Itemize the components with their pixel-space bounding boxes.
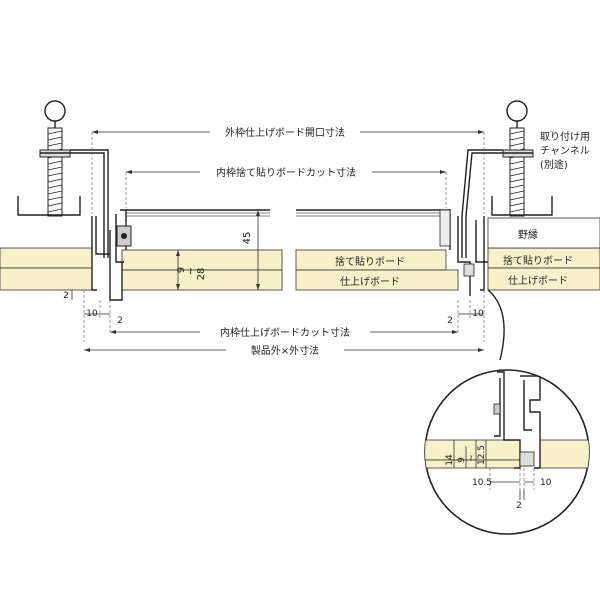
dim-right-10: 10 (472, 309, 484, 319)
right-finish-board (487, 267, 600, 291)
label-base-board-right: 捨て貼りボード (503, 254, 573, 267)
dim-inner-base-cut (125, 170, 447, 208)
dim-45-text: 45 (242, 232, 253, 245)
board-layers (0, 247, 600, 291)
dim-28-text: 28 (196, 268, 207, 281)
left-base-board (0, 247, 93, 269)
label-channel-line3: (別途) (540, 158, 568, 171)
inner-finish-board-right (295, 269, 459, 291)
left-frame-profile (91, 209, 270, 301)
label-outer-frame-opening: 外枠仕上げボード開口寸法 (225, 126, 345, 139)
detail-dim-10: 10 (540, 478, 552, 488)
label-base-board-center: 捨て貼りボード (335, 255, 405, 268)
dim-product-outer (84, 348, 484, 352)
detail-magnified-view (424, 369, 590, 535)
right-frame-profile (296, 209, 488, 296)
detail-dim-12-5: 12.5 (477, 445, 487, 465)
dim-left-vertical-2: 2 (63, 291, 69, 301)
dim-vertical-45 (176, 210, 260, 290)
dim-right-small (457, 290, 485, 342)
dim-left-10: 10 (86, 309, 98, 319)
dim-9-text: 9 (176, 267, 187, 273)
detail-dim-10-5: 10.5 (472, 478, 492, 488)
dim-outer-frame-opening (91, 130, 485, 214)
dim-right-2: 2 (447, 316, 453, 326)
left-hanger-assembly (17, 100, 109, 258)
dim-left-small (71, 290, 111, 342)
nobuchi-joist (487, 217, 600, 249)
label-inner-finish-cut: 内枠仕上げボードカット寸法 (220, 326, 350, 339)
detail-dim-2: 2 (516, 501, 522, 511)
label-channel-line2: チャンネル (540, 145, 590, 157)
label-finish-board-center: 仕上げボード (340, 275, 400, 288)
right-hanger-assembly (461, 100, 553, 258)
dim-inner-finish-cut (109, 320, 459, 334)
label-channel-line1: 取り付け用 (540, 130, 590, 143)
label-product-outer: 製品外×外寸法 (251, 344, 319, 357)
right-bolt-head-icon (506, 100, 528, 122)
label-inner-base-cut: 内枠捨て貼りボードカット寸法 (216, 166, 356, 179)
detail-leader (487, 289, 505, 361)
detail-dim-tilde: ~ (467, 454, 477, 462)
detail-dim-14: 14 (445, 454, 455, 466)
label-finish-board-right: 仕上げボード (508, 274, 568, 287)
left-bolt-head-icon (44, 100, 66, 122)
left-finish-board (0, 267, 93, 291)
dim-left-2: 2 (117, 316, 123, 326)
dim-tilde-text: ~ (186, 267, 197, 275)
label-nobuchi: 野縁 (518, 228, 538, 241)
detail-dim-9: 9 (457, 457, 467, 463)
